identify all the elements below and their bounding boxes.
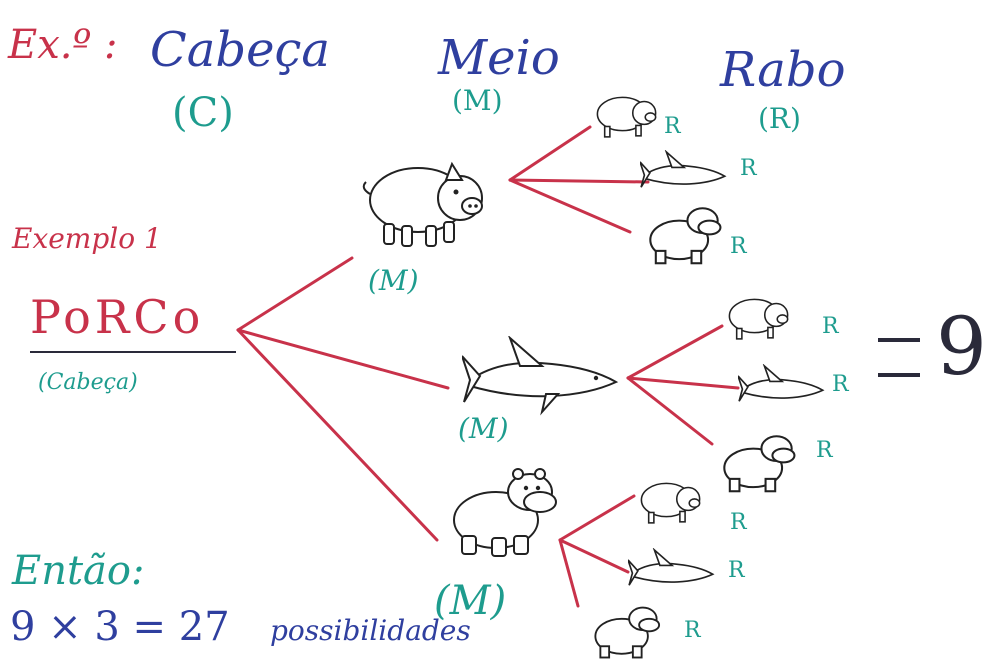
hippo-icon (453, 468, 557, 557)
leaf-hippo-icon (723, 435, 796, 493)
middle-tag-pig: (M) (368, 264, 419, 297)
branch-hippo-leaf3 (558, 538, 580, 608)
shark-icon (462, 336, 619, 416)
branch-pig-leaf2 (508, 178, 650, 184)
branch-root-shark (236, 328, 450, 390)
root-caption: (Cabeça) (38, 370, 138, 395)
branch-pig-leaf3 (508, 178, 632, 234)
example-prefix: Ex.º : (8, 22, 118, 68)
leaf-tag: R (664, 114, 681, 139)
middle-tag-hippo: (M) (434, 578, 507, 624)
leaf-tag: R (816, 438, 833, 463)
leaf-tag: R (684, 618, 701, 643)
leaf-hippo-icon (649, 207, 722, 265)
column-middle-title: Meio (438, 30, 560, 86)
branch-shark-leaf1 (626, 324, 724, 380)
conclusion-suffix: possibilidades (270, 614, 471, 647)
branch-hippo-leaf2 (558, 538, 630, 574)
branch-shark-leaf2 (626, 376, 740, 390)
leaf-shark-icon (628, 548, 715, 586)
branch-shark-leaf3 (626, 376, 714, 446)
column-head-abbr: (C) (172, 90, 234, 136)
leaf-pig-icon (596, 96, 657, 138)
result-value: 9 (936, 300, 987, 393)
example-title: Exemplo 1 (12, 222, 162, 255)
leaf-shark-icon (640, 150, 727, 188)
leaf-tag: R (740, 156, 757, 181)
column-tail-abbr: (R) (758, 102, 801, 135)
leaf-tag: R (728, 558, 745, 583)
branch-root-hippo (236, 328, 439, 542)
leaf-tag: R (730, 510, 747, 535)
leaf-tag: R (730, 234, 747, 259)
leaf-tag: R (832, 372, 849, 397)
leaf-pig-icon (640, 482, 701, 524)
leaf-shark-icon (738, 364, 825, 402)
column-tail-title: Rabo (720, 42, 846, 98)
branch-pig-leaf1 (508, 125, 592, 182)
pig-icon (362, 161, 483, 247)
root-word: PoRCo (30, 290, 205, 344)
branch-root-pig (236, 256, 354, 332)
column-head-title: Cabeça (150, 22, 330, 78)
leaf-hippo-icon (594, 606, 661, 659)
conclusion-formula: 9 × 3 = 27 (10, 604, 230, 650)
leaf-pig-icon (728, 298, 789, 340)
column-middle-abbr: (M) (452, 84, 503, 117)
conclusion-label: Então: (12, 548, 145, 594)
middle-tag-shark: (M) (458, 412, 509, 445)
branch-hippo-leaf1 (558, 494, 636, 542)
leaf-tag: R (822, 314, 839, 339)
